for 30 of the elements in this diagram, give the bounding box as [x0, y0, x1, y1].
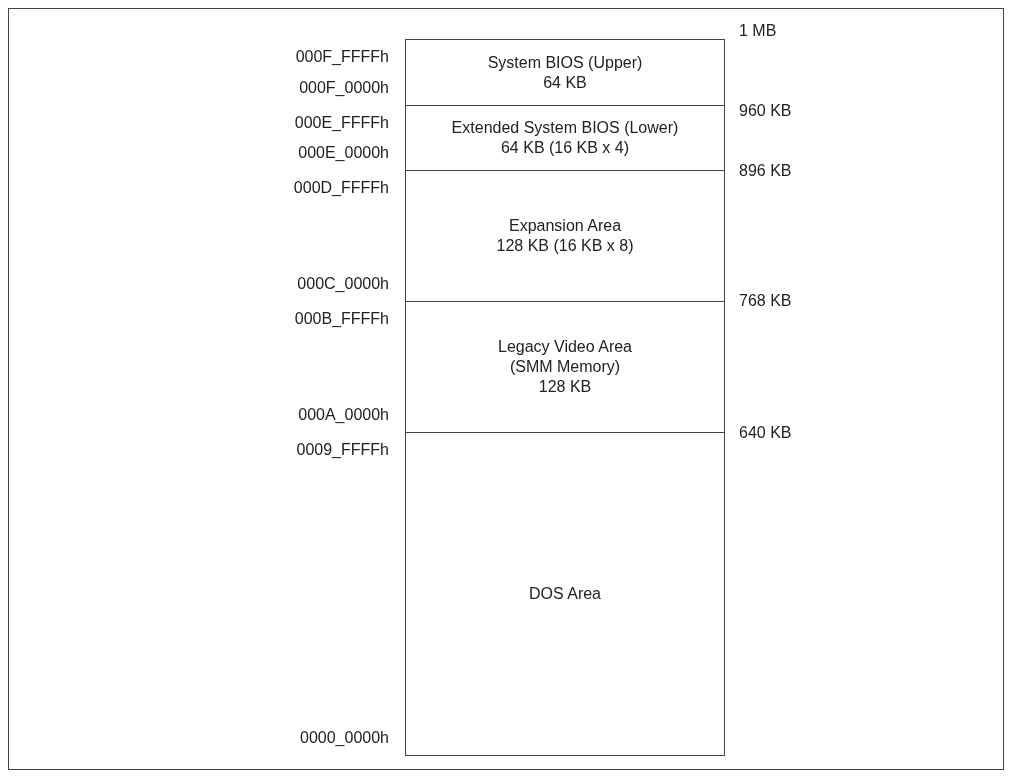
size-boundary-label: 768 KB: [739, 291, 792, 311]
size-boundary-label: 640 KB: [739, 423, 792, 443]
memory-region-box: [405, 432, 725, 756]
region-name: Expansion Area: [508, 216, 622, 236]
region-detail: 128 KB: [538, 377, 592, 397]
size-boundary-label: 896 KB: [739, 161, 792, 181]
address-label: 000B_FFFFh: [294, 309, 389, 329]
memory-region-box: [405, 170, 725, 302]
size-boundary-label: 1 MB: [739, 21, 777, 41]
memory-region-box: [405, 301, 725, 433]
memory-region-box: [405, 39, 725, 106]
region-name: System BIOS (Upper): [487, 52, 643, 73]
address-label: 000F_FFFFh: [295, 47, 389, 67]
address-label: 000D_FFFFh: [293, 178, 389, 198]
address-label: 000E_FFFFh: [294, 113, 389, 133]
address-label: 0009_FFFFh: [296, 440, 389, 460]
region-name: DOS Area: [529, 584, 601, 604]
address-label: 000A_0000h: [298, 405, 389, 425]
size-boundary-label: 960 KB: [739, 101, 792, 121]
address-label: 000F_0000h: [299, 78, 389, 98]
region-detail: (SMM Memory): [509, 357, 621, 377]
address-label: 000E_0000h: [298, 143, 389, 163]
address-label: 000C_0000h: [297, 274, 389, 294]
region-name: Extended System BIOS (Lower): [451, 118, 679, 138]
address-label: 0000_0000h: [300, 728, 389, 748]
region-detail: 64 KB (16 KB x 4): [500, 138, 630, 158]
memory-region-box: [405, 105, 725, 171]
region-detail: 128 KB (16 KB x 8): [496, 236, 634, 256]
region-detail: 64 KB: [543, 72, 587, 93]
region-name: Legacy Video Area: [498, 337, 632, 357]
